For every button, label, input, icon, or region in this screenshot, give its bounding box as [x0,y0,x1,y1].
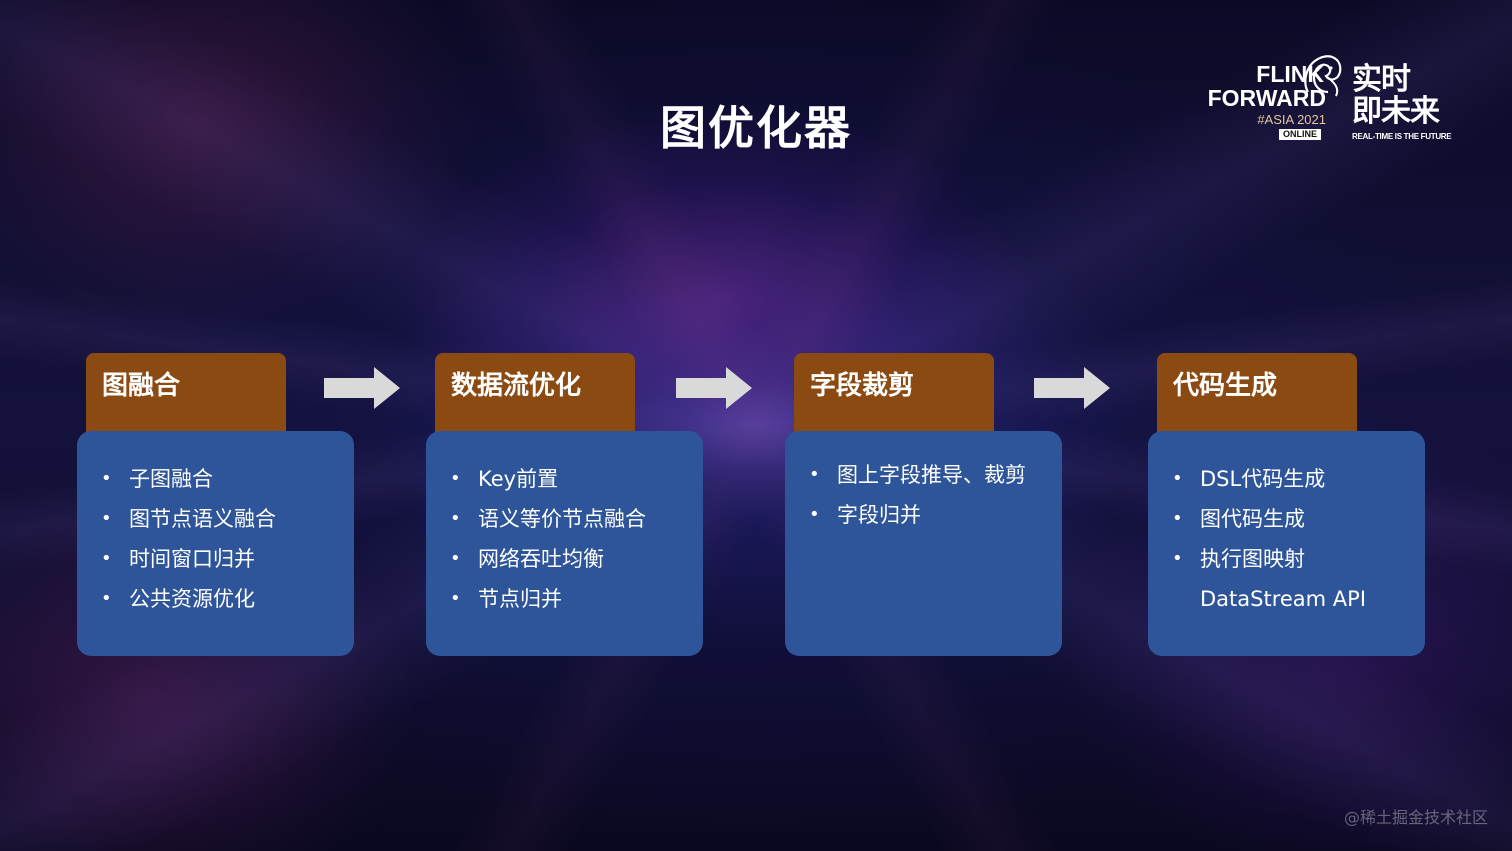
stage-title: 图融合 [86,353,286,445]
list-item: •语义等价节点融合 [448,499,703,539]
list-item: •字段归并 [807,495,1062,535]
bullet-icon: • [450,548,461,569]
bullet-icon: • [450,468,461,489]
bullet-list: •DSL代码生成 •图代码生成 •执行图映射 DataStream API [1170,459,1425,619]
list-item: •时间窗口归并 [99,539,354,579]
list-item: •子图融合 [99,459,354,499]
list-item: •图代码生成 [1170,499,1425,539]
logo-edition: #ASIA 2021 [1257,112,1326,127]
squirrel-logo-icon [1304,55,1342,97]
stage-card: •图上字段推导、裁剪 •字段归并 [785,431,1062,656]
stage-title: 数据流优化 [435,353,635,445]
logo-cn-line1: 实时 [1352,62,1411,97]
right-arrow-icon [324,367,400,409]
stage-title: 字段裁剪 [794,353,994,445]
list-item-continuation: DataStream API [1200,587,1367,611]
logo-cn-line2: 即未来 [1352,94,1440,129]
bullet-icon: • [809,464,820,485]
list-item: •图上字段推导、裁剪 [807,455,1062,495]
bullet-list: •图上字段推导、裁剪 •字段归并 [807,455,1062,535]
list-item: •执行图映射 [1170,539,1425,579]
bullet-icon: • [809,504,820,525]
bullet-list: •Key前置 •语义等价节点融合 •网络吞吐均衡 •节点归并 [448,459,703,619]
bullet-icon: • [101,508,112,529]
logo-tagline: REAL-TIME IS THE FUTURE [1352,132,1452,141]
list-item: •节点归并 [448,579,703,619]
logo-online-badge: ONLINE [1279,129,1322,140]
list-item: •DSL代码生成 [1170,459,1425,499]
stage-title: 代码生成 [1157,353,1357,445]
right-arrow-icon [676,367,752,409]
stage-card: •DSL代码生成 •图代码生成 •执行图映射 DataStream API [1148,431,1425,656]
conference-logo: FLINK FORWARD #ASIA 2021 ONLINE 实时 即未来 R… [1196,52,1456,144]
list-item: •图节点语义融合 [99,499,354,539]
bullet-icon: • [450,588,461,609]
bullet-icon: • [1172,548,1183,569]
list-item: •公共资源优化 [99,579,354,619]
bullet-icon: • [101,548,112,569]
list-item: •Key前置 [448,459,703,499]
right-arrow-icon [1034,367,1110,409]
watermark: @稀土掘金技术社区 [1343,808,1488,827]
bullet-icon: • [1172,508,1183,529]
bullet-icon: • [101,468,112,489]
bullet-icon: • [101,588,112,609]
stage-card: •Key前置 •语义等价节点融合 •网络吞吐均衡 •节点归并 [426,431,703,656]
page-title: 图优化器 [660,101,852,155]
bullet-icon: • [450,508,461,529]
stage-card: •子图融合 •图节点语义融合 •时间窗口归并 •公共资源优化 [77,431,354,656]
list-item: •网络吞吐均衡 [448,539,703,579]
logo-line-flink: FLINK [1256,61,1324,87]
bullet-list: •子图融合 •图节点语义融合 •时间窗口归并 •公共资源优化 [99,459,354,619]
bullet-icon: • [1172,468,1183,489]
